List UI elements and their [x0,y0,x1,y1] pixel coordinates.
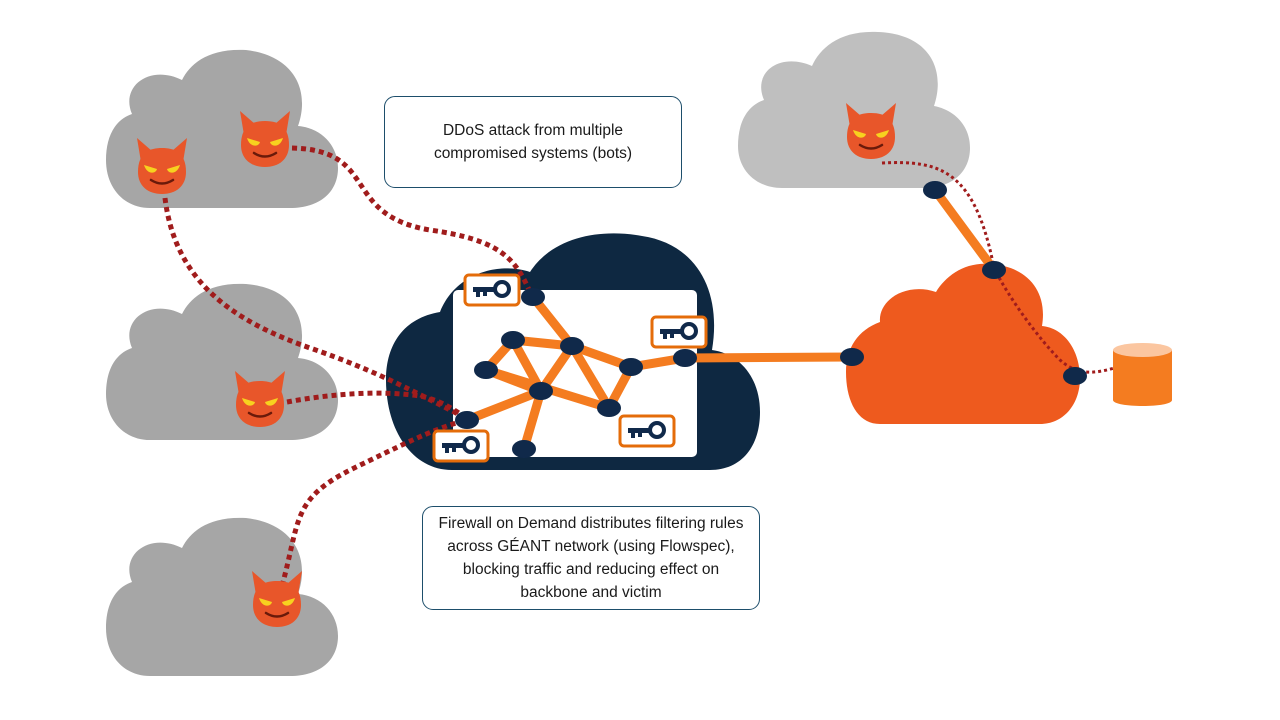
network-node [673,349,697,367]
key-icon [650,315,708,349]
network-node [982,261,1006,279]
network-node [455,411,479,429]
network-node [840,348,864,366]
attacker-cloud-top-right [738,31,970,189]
attack-traffic-paths [162,145,533,587]
network-node [619,358,643,376]
network-node [512,440,536,458]
victim-cloud [846,263,1080,424]
ddos-callout-text: DDoS attack from multiple compromised sy… [433,122,633,162]
attacker-cloud-middle-left [106,283,338,440]
network-node [923,181,947,199]
network-node [1063,367,1087,385]
key-icon [618,414,676,448]
network-nodes [455,181,1087,458]
ddos-callout: DDoS attack from multiple compromised sy… [384,96,682,188]
key-icon [463,273,521,307]
key-icon [432,429,490,463]
network-node [529,382,553,400]
attacker-cloud-top-left [106,49,338,209]
database-cylinder-icon [1113,343,1172,406]
network-node [597,399,621,417]
network-node [521,288,545,306]
firewall-on-demand-callout: Firewall on Demand distributes filtering… [422,506,760,610]
firewall-callout-text: Firewall on Demand distributes filtering… [438,515,744,601]
attacker-cloud-bottom-left [106,517,338,676]
network-node [501,331,525,349]
network-node [560,337,584,355]
network-node [474,361,498,379]
